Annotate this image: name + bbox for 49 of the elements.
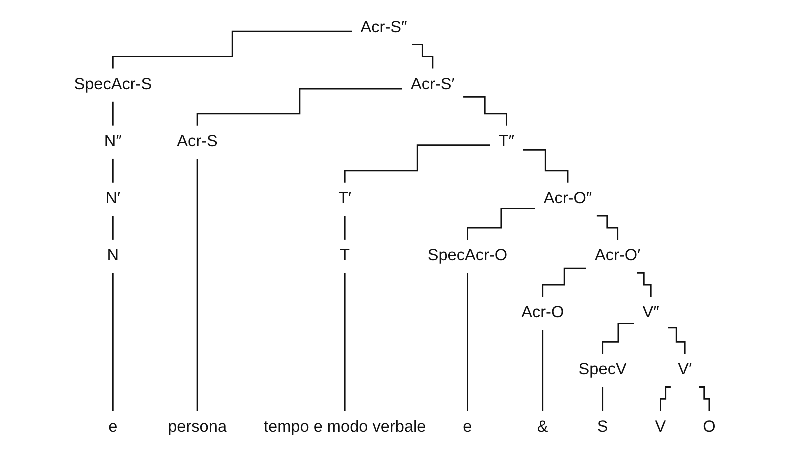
- branch-line: [699, 386, 710, 412]
- tree-node-label: e: [463, 418, 472, 436]
- branch-line: [542, 329, 544, 412]
- branch-line: [523, 149, 569, 184]
- tree-node-label: Acr-O′: [595, 246, 641, 265]
- branch-line: [602, 322, 634, 355]
- tree-node-label: T: [340, 246, 350, 265]
- branch-line: [596, 215, 619, 241]
- branch-line: [464, 96, 508, 127]
- tree-node-label: O: [703, 418, 716, 436]
- tree-node-label: S: [597, 418, 608, 436]
- tree-node-label: SpecV: [578, 360, 627, 380]
- tree-node-label: SpecAcr-O: [428, 246, 508, 265]
- tree-node-label: V″: [642, 304, 660, 322]
- tree-node-label: Acr-S′: [411, 75, 455, 94]
- tree-node-label: &: [537, 418, 548, 436]
- branch-line: [344, 144, 490, 184]
- branch-line: [112, 158, 114, 184]
- branch-line: [668, 327, 686, 355]
- branch-line: [112, 272, 114, 412]
- tree-node-label: T′: [338, 189, 352, 208]
- tree-node-label: V: [655, 418, 666, 436]
- branch-line: [542, 268, 586, 298]
- branch-line: [602, 386, 604, 412]
- tree-node-label: Acr-S″: [360, 18, 408, 37]
- tree-node-label: N: [107, 246, 120, 265]
- tree-node-label: tempo e modo verbale: [264, 418, 426, 436]
- branch-line: [112, 101, 114, 127]
- branch-line: [467, 208, 536, 241]
- tree-node-label: Acr-O″: [544, 189, 592, 208]
- branch-line: [412, 44, 434, 70]
- tree-node-label: persona: [168, 418, 228, 436]
- tree-node-label: N″: [104, 132, 122, 151]
- branch-line: [112, 215, 114, 241]
- tree-node-label: V′: [678, 360, 692, 380]
- branch-line: [112, 30, 352, 70]
- tree-node-label: Acr-O: [522, 304, 564, 322]
- tree-node-label: SpecAcr-S: [74, 75, 152, 94]
- tree-node-label: N′: [106, 189, 121, 208]
- tree-node-label: Acr-S: [177, 132, 218, 151]
- branch-line: [660, 386, 671, 412]
- tree-node-label: T″: [498, 132, 515, 151]
- tree-node-label: e: [108, 418, 118, 436]
- branch-line: [196, 158, 198, 412]
- branch-line: [344, 215, 346, 241]
- branch-line: [467, 272, 468, 412]
- branch-line: [637, 272, 652, 298]
- branch-line: [344, 272, 346, 412]
- branch-line: [196, 88, 402, 127]
